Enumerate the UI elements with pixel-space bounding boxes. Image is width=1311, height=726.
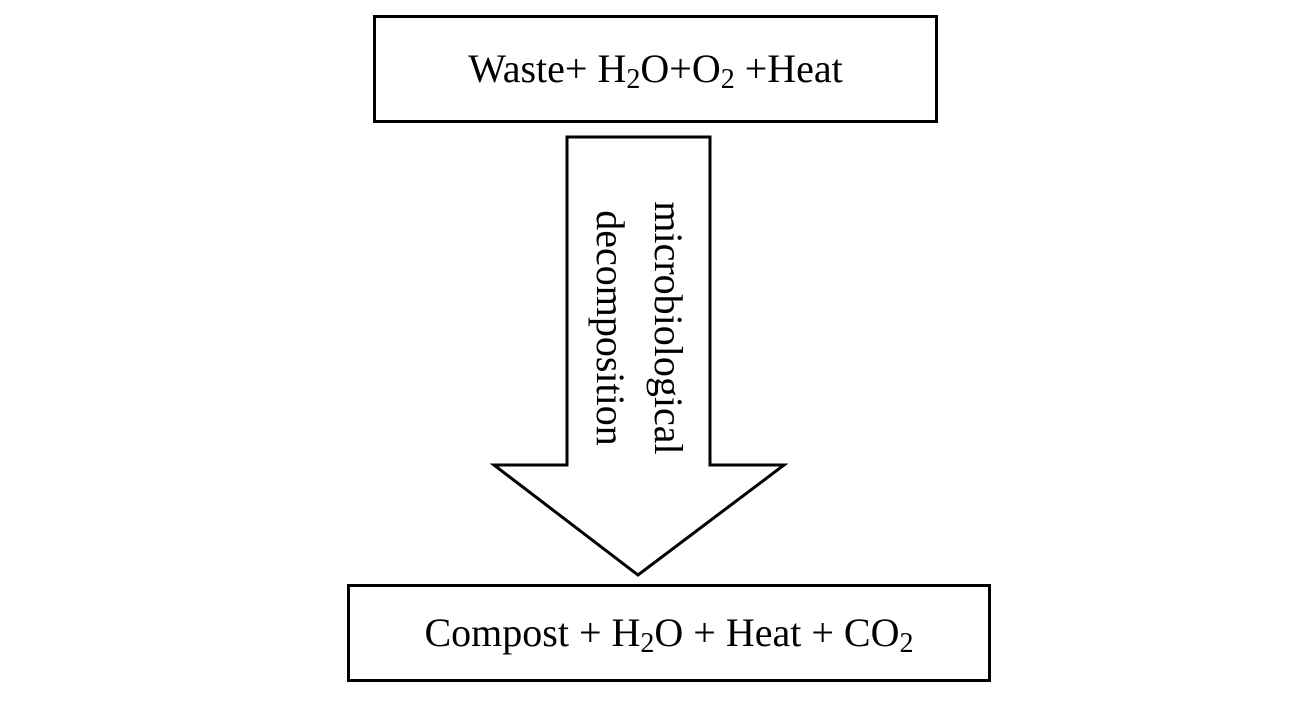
down-arrow-shape <box>489 135 789 577</box>
output-text-2: O + Heat + CO <box>654 610 900 655</box>
output-box: Compost + H2O + Heat + CO2 <box>347 584 991 682</box>
input-text-2: O+O <box>640 46 721 91</box>
arrow-label: microbiological decomposition <box>581 201 697 454</box>
input-box: Waste+ H2O+O2 +Heat <box>373 15 938 123</box>
input-equation: Waste+ H2O+O2 +Heat <box>468 46 843 94</box>
input-text-3: +Heat <box>734 46 843 91</box>
output-subscript-1: 2 <box>640 628 655 659</box>
input-subscript-1: 2 <box>626 64 641 95</box>
input-subscript-2: 2 <box>720 64 735 95</box>
arrow-label-line-2: decomposition <box>588 210 633 446</box>
arrow-label-line-1: microbiological <box>646 201 691 455</box>
output-text-1: Compost + H <box>424 610 641 655</box>
output-subscript-2: 2 <box>899 628 914 659</box>
input-text-1: Waste+ H <box>468 46 627 91</box>
output-equation: Compost + H2O + Heat + CO2 <box>424 610 914 658</box>
